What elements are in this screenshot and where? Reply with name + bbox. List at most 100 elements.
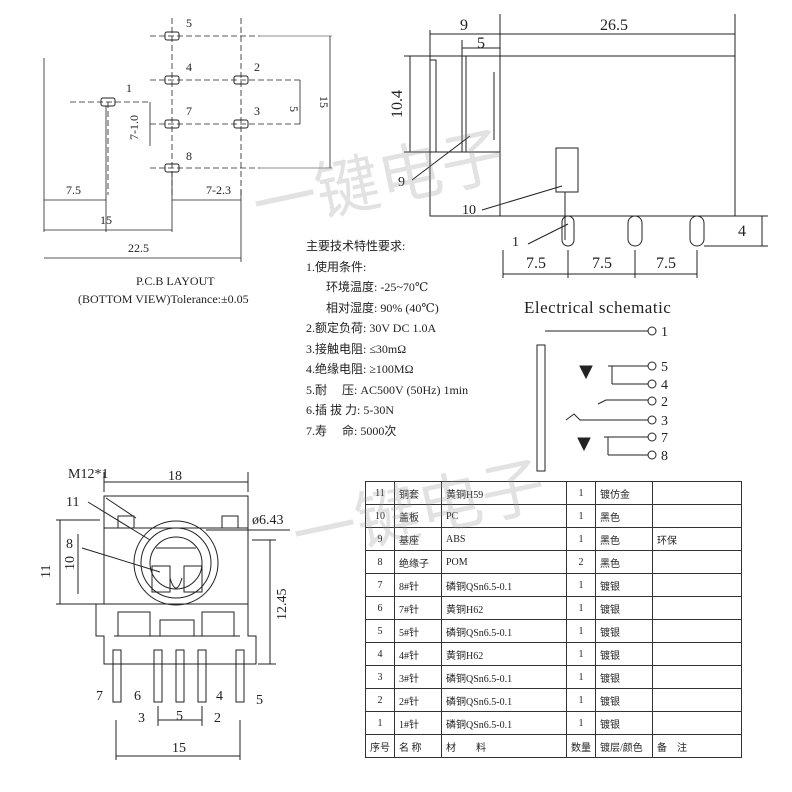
specs-title: 主要技术特性要求: [306, 239, 406, 253]
bom-cell-finish: 镀银 [595, 688, 653, 712]
side-view [404, 14, 768, 278]
bom-cell-name: 铜套 [394, 481, 442, 505]
pcb-layout-caption: P.C.B LAYOUT [136, 274, 215, 288]
bom-cell-name: 盖板 [394, 504, 442, 528]
bom-cell-qty: 1 [566, 711, 596, 735]
pcb-dim-7-2-3: 7-2.3 [206, 183, 231, 197]
pcb-pin-label-5: 5 [186, 16, 192, 30]
bom-cell-name: 基座 [394, 527, 442, 551]
bom-cell-finish: 镀银 [595, 619, 653, 643]
pcb-pin-label-3: 3 [254, 104, 260, 118]
bom-cell-qty: 1 [566, 504, 596, 528]
schematic-pin-4: 4 [661, 378, 668, 393]
bom-cell-no: 9 [365, 527, 395, 551]
bom-cell-qty: 1 [566, 688, 596, 712]
bom-cell-material: POM [441, 550, 567, 574]
spec-line: 4.绝缘电阻: ≥100MΩ [306, 362, 414, 376]
bom-cell-material: 黄铜H62 [441, 642, 567, 666]
bom-cell-note [652, 481, 742, 505]
bom-cell-name: 7#针 [394, 596, 442, 620]
bom-cell-name: 2#针 [394, 688, 442, 712]
bom-cell-note [652, 504, 742, 528]
bom-cell-material: 磷铜QSn6.5-0.1 [441, 665, 567, 689]
bom-cell-note [652, 711, 742, 735]
schematic-pin-5: 5 [661, 360, 668, 375]
schematic-pin-2: 2 [661, 395, 668, 410]
pcb-pin-label-7: 7 [186, 104, 192, 118]
schematic-title: Electrical schematic [524, 298, 672, 317]
pcb-dim-7-5: 7.5 [66, 183, 81, 197]
side-dim-10-4: 10.4 [389, 90, 406, 118]
side-dim-26-5: 26.5 [600, 17, 628, 34]
pad-1 [100, 97, 116, 107]
front-callout-2: 2 [214, 711, 221, 726]
bom-cell-name: 5#针 [394, 619, 442, 643]
bom-cell-note [652, 573, 742, 597]
bom-header-qty: 数量 [566, 734, 596, 758]
pcb-labels: 5 4 2 1 7 3 8 7.5 15 22.5 7-1.0 7-2.3 5 … [66, 16, 331, 255]
spec-line: 相对湿度: 90% (40℃) [326, 300, 439, 315]
side-dim-4: 4 [738, 223, 746, 240]
bom-cell-qty: 1 [566, 527, 596, 551]
bom-cell-note: 环保 [652, 527, 742, 551]
bom-header-no: 序号 [365, 734, 395, 758]
bom-cell-finish: 镀银 [595, 665, 653, 689]
pad-4 [164, 75, 180, 85]
pad-3 [233, 119, 249, 129]
bom-cell-no: 4 [365, 642, 395, 666]
front-callout-7: 7 [96, 689, 103, 704]
bom-header-material: 材 料 [441, 734, 567, 758]
front-dim-5: 5 [176, 709, 183, 724]
pad-2 [233, 75, 249, 85]
front-callout-11: 11 [66, 495, 79, 510]
pcb-layout [43, 18, 332, 262]
pcb-pin-label-8: 8 [186, 149, 192, 163]
bom-cell-note [652, 550, 742, 574]
bom-cell-material: 磷铜QSn6.5-0.1 [441, 688, 567, 712]
front-callout-6: 6 [134, 689, 141, 704]
pcb-dim-15: 15 [100, 213, 112, 227]
front-dim-18: 18 [168, 469, 182, 484]
spec-line: 2.额定负荷: 30V DC 1.0A [306, 321, 437, 335]
bom-cell-material: 磷铜QSn6.5-0.1 [441, 573, 567, 597]
bom-cell-name: 1#针 [394, 711, 442, 735]
side-dim-9: 9 [460, 17, 468, 34]
bom-header-name: 名 称 [394, 734, 442, 758]
bom-cell-qty: 1 [566, 665, 596, 689]
bom-cell-finish: 镀仿金 [595, 481, 653, 505]
front-dim-11: 11 [39, 565, 54, 578]
bom-cell-no: 2 [365, 688, 395, 712]
front-dim-12-45: 12.45 [275, 589, 290, 621]
schematic-pin-3: 3 [661, 414, 668, 429]
bom-header-row: 序号名 称材 料数量镀层/颜色备 注 [365, 734, 742, 758]
side-labels: 9 5 26.5 10.4 4 7.5 7.5 7.5 9 10 1 [389, 17, 746, 272]
pcb-pin-label-4: 4 [186, 60, 192, 74]
bom-cell-qty: 2 [566, 550, 596, 574]
pcb-dim-22-5: 22.5 [128, 241, 149, 255]
bom-cell-no: 8 [365, 550, 395, 574]
bom-cell-finish: 黑色 [595, 527, 653, 551]
bom-cell-qty: 1 [566, 481, 596, 505]
bom-cell-name: 3#针 [394, 665, 442, 689]
spec-line: 7.寿 命: 5000次 [306, 423, 397, 438]
front-dim-6-43: ø6.43 [252, 513, 284, 528]
bom-cell-no: 3 [365, 665, 395, 689]
side-callout-1: 1 [512, 235, 519, 250]
bom-cell-material: 黄铜H59 [441, 481, 567, 505]
spec-line: 3.接触电阻: ≤30mΩ [306, 341, 407, 356]
front-callout-3: 3 [138, 711, 145, 726]
bom-cell-no: 11 [365, 481, 395, 505]
bom-cell-no: 10 [365, 504, 395, 528]
bom-cell-note [652, 688, 742, 712]
bom-cell-qty: 1 [566, 619, 596, 643]
